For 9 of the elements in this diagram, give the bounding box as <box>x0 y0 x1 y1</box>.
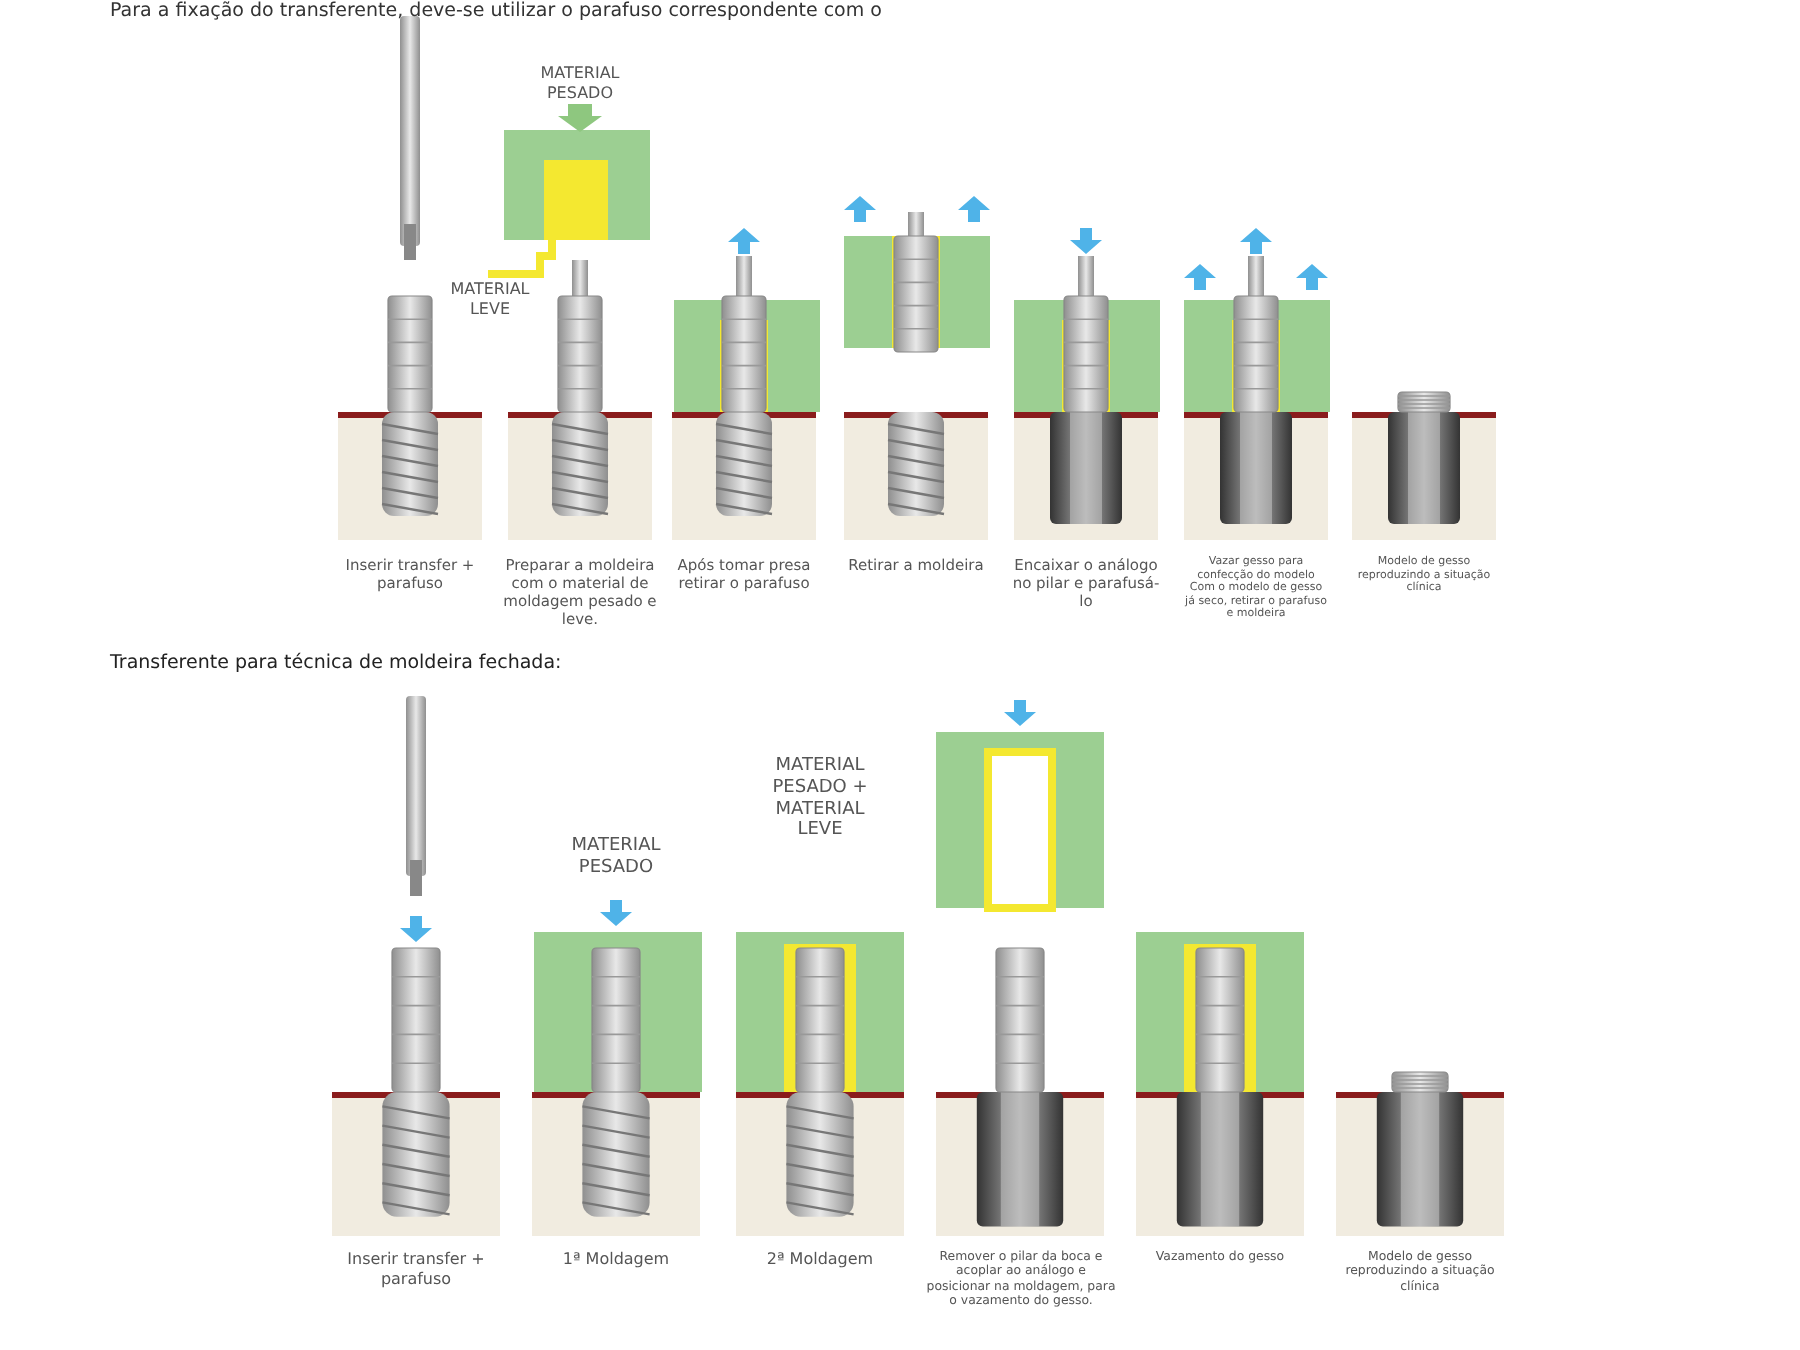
material-annotation: MATERIAL PESADO <box>571 836 661 878</box>
intro-text: Para a fixação do transferente, deve-se utilizar o parafuso correspondente com o <box>110 0 882 22</box>
material-annotation: MATERIAL PESADO <box>540 64 620 102</box>
section-heading: Transferente para técnica de moldeira fechada: <box>110 652 562 674</box>
step-caption: 2ª Moldagem <box>766 1250 874 1268</box>
step-caption: Inserir transfer + parafuso <box>347 1250 485 1288</box>
step-caption: 1ª Moldagem <box>562 1250 670 1268</box>
material-annotation: MATERIAL PESADO + MATERIAL LEVE <box>772 756 868 841</box>
material-annotation: MATERIAL LEVE <box>450 280 530 318</box>
